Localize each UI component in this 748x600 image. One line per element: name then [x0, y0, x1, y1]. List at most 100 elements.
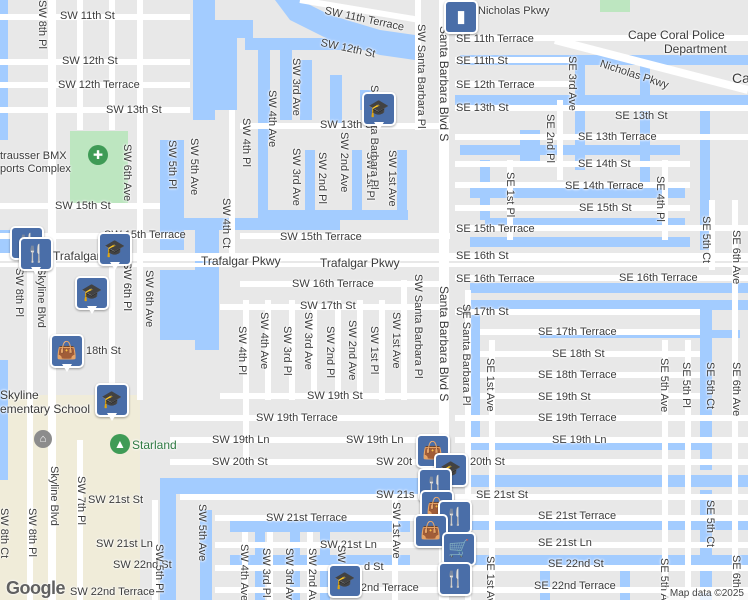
park-top: [600, 0, 630, 12]
street-label: SW 5th Pl: [166, 140, 178, 189]
street-label: SE 21st Terrace: [538, 510, 617, 522]
street-label: SW 11th St: [60, 10, 115, 22]
street-label: d St: [364, 561, 384, 573]
street-label: SW 4th Pl: [240, 118, 252, 167]
street-label: SE 1st Ave: [484, 556, 496, 600]
street-label: SW 2nd Pl: [324, 326, 336, 378]
tree-icon[interactable]: ▲: [110, 434, 130, 454]
restaurant-pin[interactable]: 🍴: [19, 237, 53, 277]
police-icon: ▮: [444, 0, 478, 34]
street-label: SE 11th St: [456, 55, 508, 67]
school-pin[interactable]: 🎓: [328, 564, 362, 600]
street-label: Trafalgar Pkwy: [201, 254, 281, 268]
street-label: SW 22nd St: [113, 559, 172, 571]
street-label: SW 20t: [376, 456, 413, 468]
school-pin[interactable]: 🎓: [362, 92, 396, 132]
street-label: SE 17th St: [456, 306, 509, 318]
street-label: SW 3rd Ave: [302, 312, 314, 370]
poi-label-bmx[interactable]: trausser BMX: [0, 150, 67, 162]
street-label: SE 17th Terrace: [538, 326, 617, 338]
street-label: SE 15th St: [579, 202, 632, 214]
street-label: SW 20th St: [212, 456, 268, 468]
school-pin[interactable]: 🎓: [98, 232, 132, 272]
street-label: SW 15th Terrace: [280, 231, 362, 243]
poi-label-bmx: ports Complex: [0, 163, 71, 175]
street-label: SW 19th Ln: [212, 434, 270, 446]
street-label: SW 3rd Pl: [260, 548, 272, 598]
street-label: SW 3rd Ave: [283, 548, 295, 600]
shopping-bag-icon: 👜: [50, 334, 84, 368]
street-label: SE 22nd Terrace: [534, 580, 616, 592]
street-label: SE Santa Barbara Pl: [460, 304, 472, 406]
street-label: SE 19th Ln: [552, 434, 607, 446]
street-label: SW 8th Pl: [26, 508, 38, 557]
street-label: SW 1st Ave: [390, 502, 402, 559]
street-label: Trafalgar: [53, 249, 101, 263]
street-label: SE 2nd Pl: [544, 114, 556, 163]
street-label: SW 13th St: [106, 104, 162, 116]
street-label: SE 21st Ln: [538, 537, 592, 549]
street-label: SW 3rd Pl: [281, 326, 293, 376]
google-logo: Google: [6, 578, 66, 598]
poi-label-department: Department: [664, 42, 727, 56]
street-label: SW 2nd Ave: [306, 548, 318, 600]
restaurant-pin[interactable]: 🍴: [438, 562, 472, 600]
city-label: Ca: [732, 70, 748, 86]
street-label: SW 2nd Ave: [338, 132, 350, 193]
street-label: SW 5th Ave: [188, 138, 200, 196]
street-label: SW 21st Ln: [96, 538, 153, 550]
street-label: SW 3rd Ave: [290, 58, 302, 116]
street-label: SW 1st Pl: [368, 326, 380, 375]
school-pin[interactable]: 🎓: [95, 383, 129, 423]
school-icon: 🎓: [95, 383, 129, 417]
poi-label-school[interactable]: Skyline: [0, 388, 39, 402]
street-label: SW 8th Ct: [0, 508, 10, 559]
grocery-pin[interactable]: 🛒: [442, 532, 476, 572]
street-label: SW 4th Ave: [238, 544, 250, 600]
street-label: SE 14th Terrace: [565, 180, 644, 192]
street-label: Santa Barbara Blvd S: [437, 286, 451, 402]
park-icon[interactable]: ✚: [88, 145, 108, 165]
street-label: SE 22nd St: [548, 558, 604, 570]
street-label: SW 7th Pl: [75, 476, 87, 525]
street-label: SE 3rd Ave: [566, 56, 578, 111]
restaurant-icon: 🍴: [438, 562, 472, 596]
street-label: SE 1st Pl: [504, 172, 516, 218]
street-label: SE 16th St: [456, 250, 509, 262]
street-label: SW 22nd Terrace: [70, 586, 155, 598]
street-label: SE 16th Terrace: [619, 272, 698, 284]
street-label: SW 19th Terrace: [256, 412, 338, 424]
street-label: SW 19th St: [307, 390, 363, 402]
street-label: SW 4th Ave: [266, 90, 278, 148]
street-label: SW 5th Pl: [153, 544, 165, 593]
poi-pin-police[interactable]: ▮: [444, 0, 478, 40]
street-label: SW Santa Barbara Pl: [412, 274, 424, 379]
street-label: SW 13th St: [320, 119, 376, 131]
street-label: SW 4th Pl: [236, 326, 248, 375]
street-label: SE 5th Ave: [658, 358, 670, 413]
street-label: SW 6th Ave: [143, 270, 155, 328]
map-attribution[interactable]: Map data ©2025: [665, 587, 748, 600]
school-building-icon[interactable]: ⌂: [34, 430, 52, 448]
street-label: SE 13th St: [456, 102, 509, 114]
street-label: SE 5th Ct: [700, 216, 712, 264]
street-label: SE 6th: [730, 555, 742, 589]
street-label: SW 2nd Ave: [346, 320, 358, 381]
street-label: SE 4th Pl: [654, 176, 666, 222]
street-label: SW 19th Ln: [346, 434, 404, 446]
shopping-pin[interactable]: 👜: [50, 334, 84, 374]
street-label: SW 1st Ave: [386, 150, 398, 207]
street-label: 20th St: [470, 456, 505, 468]
street-label: SE 1st Ave: [484, 358, 496, 412]
school-zone: [0, 395, 140, 600]
street-label: SW 21st Terrace: [266, 512, 348, 524]
street-label: SW 4th Ave: [258, 312, 270, 370]
poi-label-starland[interactable]: Starland: [132, 438, 177, 452]
school-pin[interactable]: 🎓: [75, 276, 109, 316]
poi-label-police[interactable]: Cape Coral Police: [628, 28, 725, 42]
street-label: SE 13th St: [615, 110, 668, 122]
street-label: SE 5th Ct: [704, 500, 716, 548]
restaurant-icon: 🍴: [19, 237, 53, 271]
